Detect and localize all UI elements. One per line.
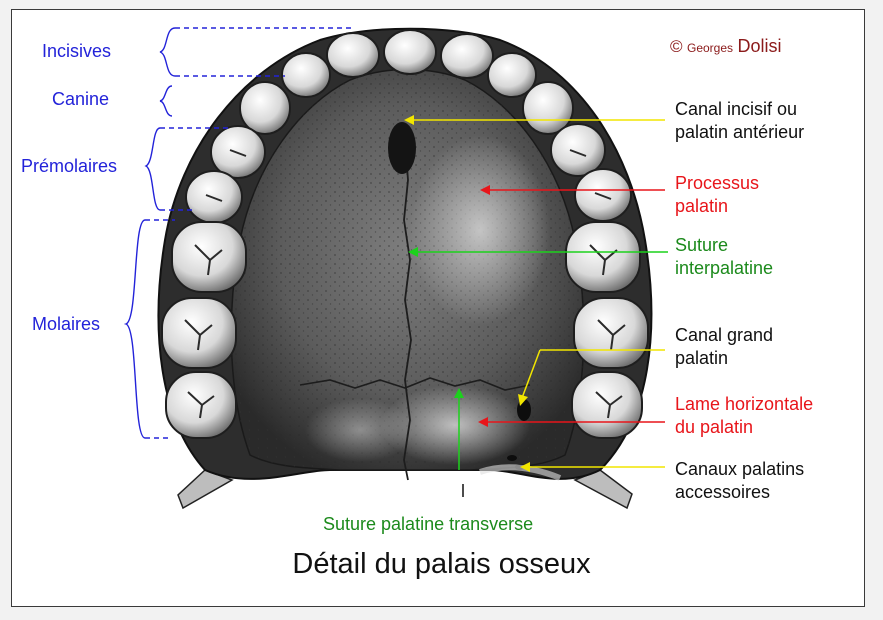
processus-palatin-highlight xyxy=(410,135,550,325)
molaires-bracket xyxy=(123,219,146,439)
label-lame-line1: Lame horizontale xyxy=(675,394,814,414)
label-suture-inter-line1: Suture xyxy=(675,235,729,255)
annotation-arrows xyxy=(404,115,668,497)
figure-title: Détail du palais osseux xyxy=(292,548,591,580)
label-canal-incisif-line2: palatin antérieur xyxy=(675,122,805,142)
label-processus-line2: palatin xyxy=(675,196,729,216)
group-brackets xyxy=(123,27,355,439)
incisives-bracket xyxy=(159,27,176,77)
label-suture-inter-line2: interpalatine xyxy=(675,258,774,278)
label-incisives: Incisives xyxy=(42,41,112,61)
incisive-canal xyxy=(388,122,416,174)
greater-palatine-foramen xyxy=(517,399,531,421)
label-premolaires: Prémolaires xyxy=(21,156,118,176)
accessory-canal-1 xyxy=(507,455,517,461)
label-canaux-line2: accessoires xyxy=(675,482,771,502)
label-canine: Canine xyxy=(52,89,110,109)
premolaires-bracket xyxy=(144,127,161,211)
label-canal-grand-line1: Canal grand xyxy=(675,325,774,345)
label-canal-grand-line2: palatin xyxy=(675,348,729,368)
copyright-notice: © Georges Dolisi xyxy=(670,36,781,57)
copyright-symbol: © xyxy=(670,37,683,56)
copyright-last-name: Dolisi xyxy=(737,36,782,56)
label-canal-incisif-line1: Canal incisif ou xyxy=(675,99,798,119)
label-suture-transverse: Suture palatine transverse xyxy=(323,514,534,534)
transverse-suture xyxy=(299,377,531,391)
copyright-first-name: Georges xyxy=(686,41,734,55)
label-processus-line1: Processus xyxy=(675,173,760,193)
label-molaires: Molaires xyxy=(32,314,101,334)
label-lame-line2: du palatin xyxy=(675,417,754,437)
canine-bracket xyxy=(159,85,173,117)
lame-horizontale-highlight xyxy=(380,385,530,465)
label-canaux-line1: Canaux palatins xyxy=(675,459,805,479)
interpalatine-suture xyxy=(403,139,412,481)
